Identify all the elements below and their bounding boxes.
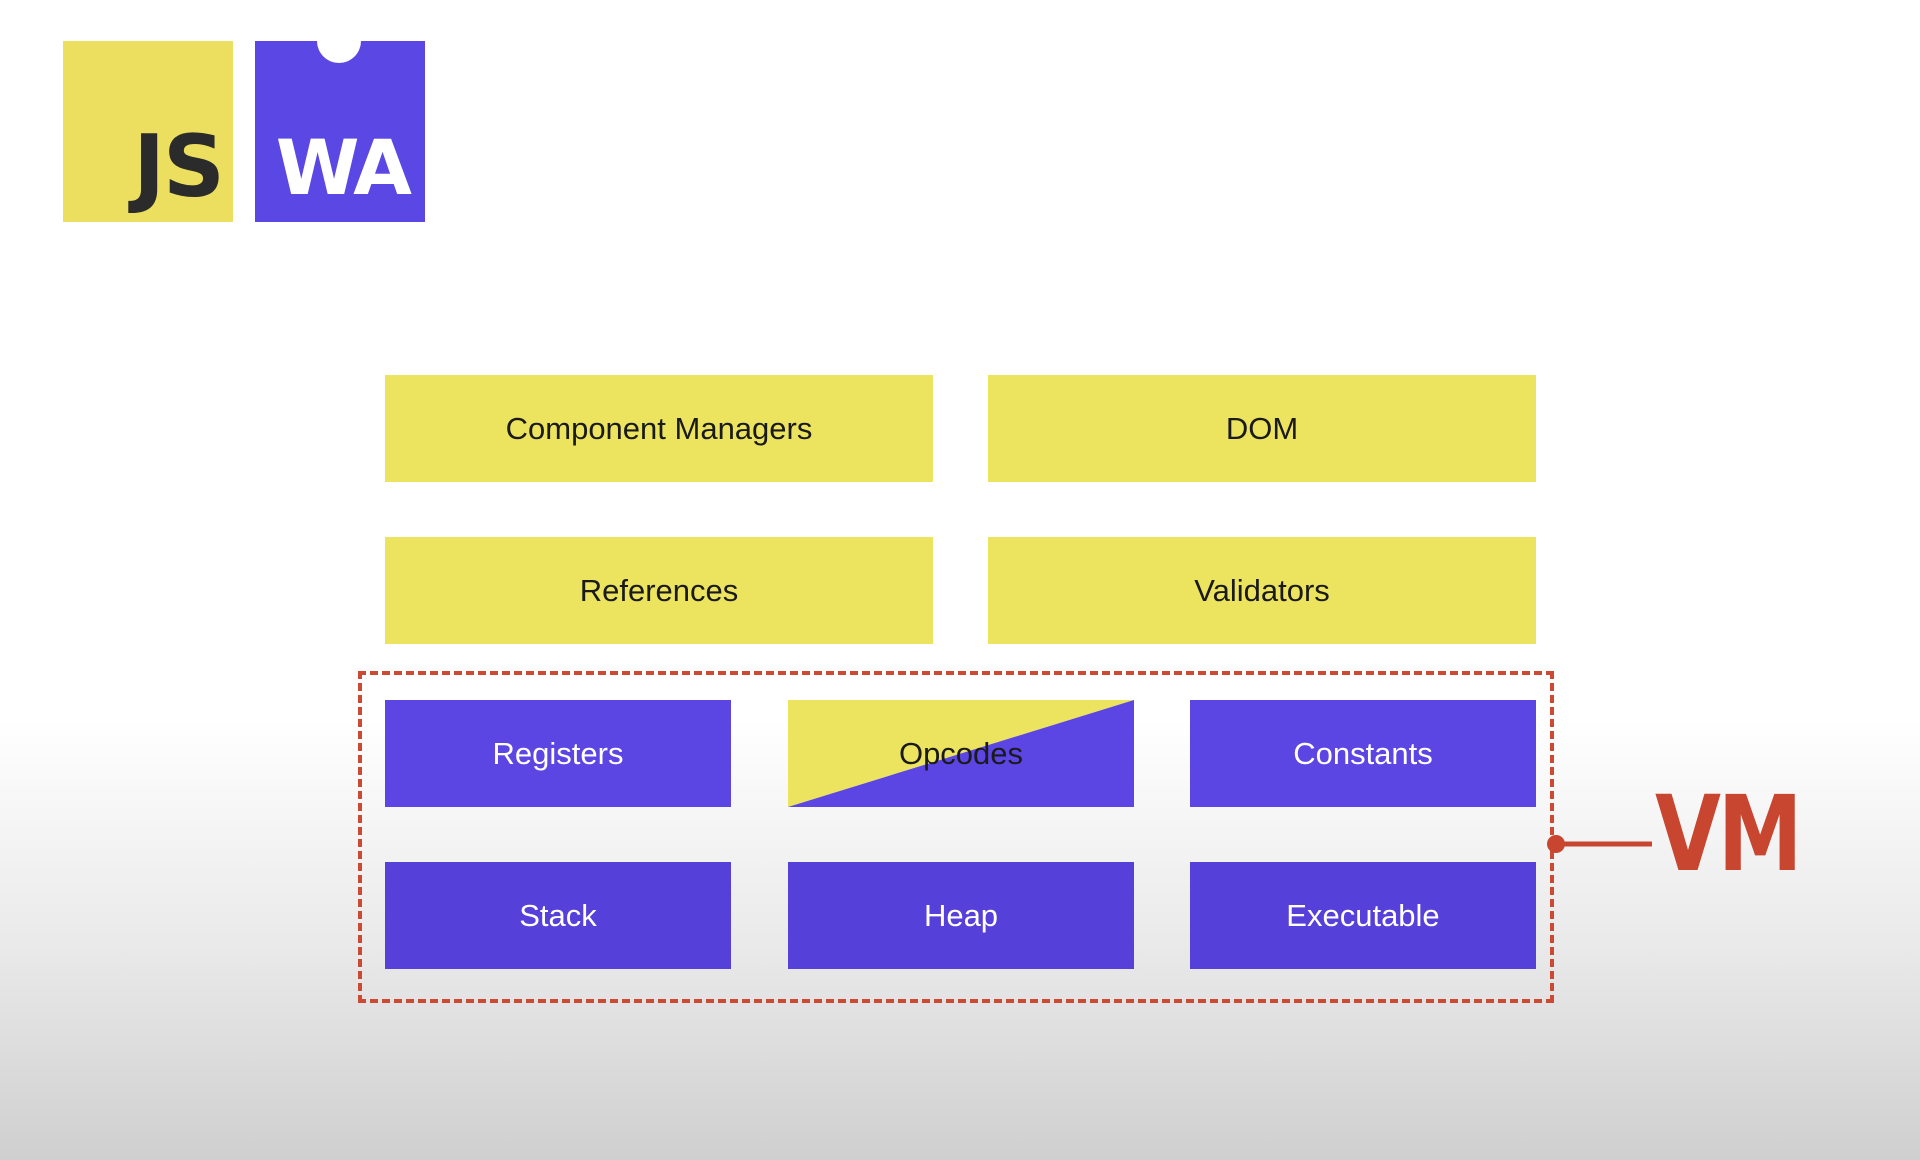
heap-label: Heap — [923, 897, 999, 933]
opcodes-split-background — [788, 700, 1134, 807]
component-managers-block: Component Managers — [385, 375, 933, 482]
validators-block: Validators — [988, 537, 1536, 644]
constants-label: Constants — [1293, 735, 1433, 771]
registers-label: Registers — [492, 735, 624, 771]
dom-block: DOM — [988, 375, 1536, 482]
stack-label: Stack — [519, 897, 597, 933]
executable-block: Executable — [1190, 862, 1536, 969]
opcodes-label: Opcodes — [898, 735, 1024, 771]
webassembly-logo: WA — [255, 41, 425, 222]
dom-label: DOM — [1225, 410, 1299, 446]
javascript-logo-text: JS — [133, 117, 225, 217]
javascript-logo: JS — [63, 41, 233, 222]
executable-label: Executable — [1286, 897, 1440, 933]
opcodes-purple-half — [788, 700, 1134, 807]
validators-label: Validators — [1194, 572, 1330, 608]
references-block: References — [385, 537, 933, 644]
heap-block: Heap — [788, 862, 1134, 969]
webassembly-logo-text: WA — [275, 123, 412, 212]
webassembly-logo-notch — [317, 41, 361, 63]
registers-block: Registers — [385, 700, 731, 807]
vm-connector-line — [1547, 835, 1652, 853]
opcodes-block: Opcodes — [788, 700, 1134, 807]
vm-label: VM — [1655, 773, 1803, 895]
constants-block: Constants — [1190, 700, 1536, 807]
stack-block: Stack — [385, 862, 731, 969]
references-label: References — [579, 572, 739, 608]
component-managers-label: Component Managers — [505, 410, 813, 446]
